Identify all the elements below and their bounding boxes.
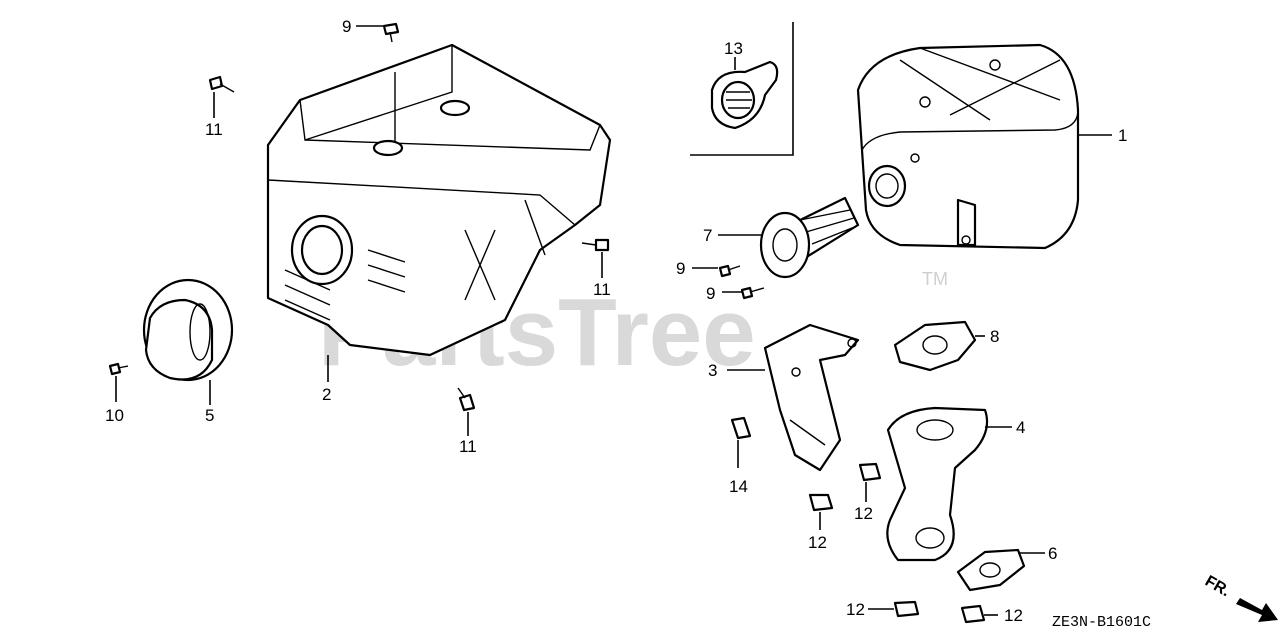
callout-1: 1	[1118, 126, 1127, 145]
callout-9-upper: 9	[676, 259, 685, 278]
callout-11-left: 11	[205, 120, 223, 139]
diagram-code: ZE3N-B1601C	[1052, 614, 1151, 631]
part-spark-arrester-inset	[690, 22, 794, 156]
callout-11-bottom: 11	[459, 437, 477, 456]
callout-8: 8	[990, 327, 999, 346]
front-arrow-icon	[1236, 598, 1278, 622]
callout-3: 3	[708, 361, 717, 380]
callout-labels: 1 2 3 4 5 6 7 8 9 9 9 10 11 11 11 12 12 …	[105, 17, 1127, 625]
callout-6: 6	[1048, 544, 1057, 563]
callout-9-lower: 9	[706, 284, 715, 303]
callout-9-top: 9	[342, 17, 351, 36]
part-exhaust-gasket	[956, 548, 1026, 592]
part-exhaust-deflector	[142, 278, 234, 382]
front-direction-marker: FR.	[1202, 573, 1278, 622]
part-muffler	[856, 43, 1080, 250]
callout-11-right: 11	[593, 280, 611, 299]
leader-lines	[115, 25, 1112, 616]
callout-12-bottom-right: 12	[1004, 606, 1023, 625]
callout-12-mid: 12	[854, 504, 873, 523]
part-muffler-protector	[266, 43, 612, 357]
callout-10: 10	[105, 406, 124, 425]
callout-14: 14	[729, 477, 748, 496]
part-muffler-stay	[763, 323, 860, 472]
callout-5: 5	[205, 406, 214, 425]
callout-2: 2	[322, 385, 331, 404]
callout-12-left: 12	[808, 533, 827, 552]
front-label: FR.	[1202, 573, 1233, 601]
fasteners	[108, 22, 986, 624]
callout-13: 13	[724, 39, 743, 58]
part-exhaust-pipe	[886, 406, 989, 562]
part-tail-pipe	[759, 196, 860, 279]
callout-4: 4	[1016, 418, 1025, 437]
callout-12-bottom-left: 12	[846, 600, 865, 619]
trademark-mark: TM	[922, 269, 948, 289]
callout-7: 7	[703, 226, 712, 245]
part-muffler-gasket	[893, 320, 977, 372]
